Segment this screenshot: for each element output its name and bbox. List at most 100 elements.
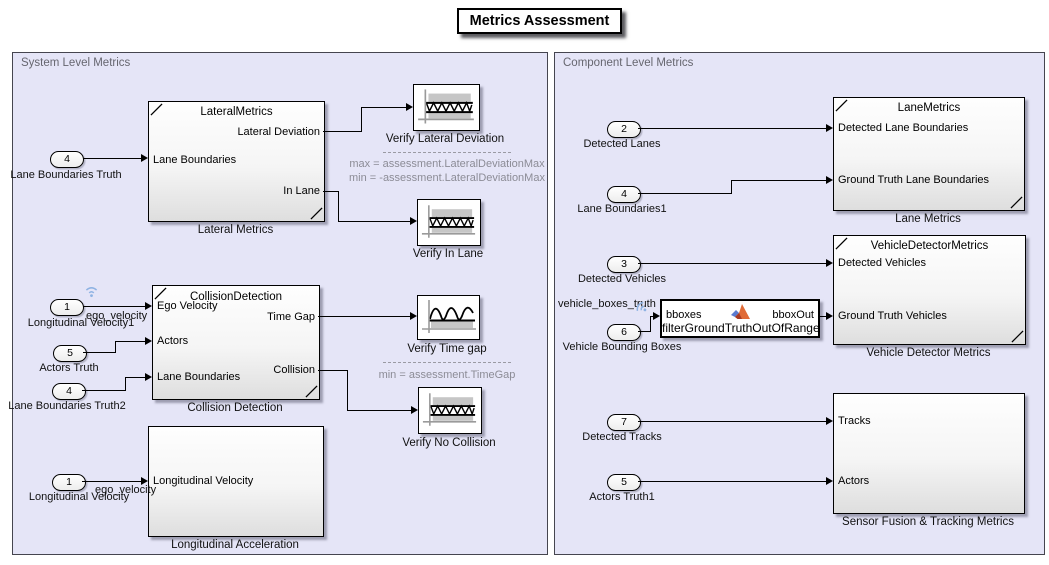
inport-lane-boundaries1[interactable]: 4 [607,186,641,203]
wire[interactable] [347,370,349,410]
wire[interactable] [731,180,733,194]
signal-label: ego_velocity [86,310,148,322]
block-caption: Verify Lateral Deviation [385,133,505,145]
block-caption: Collision Detection [187,402,283,414]
port-number: 6 [621,326,627,338]
wire[interactable] [638,263,826,265]
block-verify-lateral-deviation[interactable] [413,84,480,131]
wire[interactable] [323,131,362,133]
wire[interactable] [82,390,125,392]
inport-lane-boundaries-truth2[interactable]: 4 [52,383,86,400]
wire-arrow [826,176,833,184]
wire[interactable] [638,421,826,423]
block-longitudinal-acceleration[interactable]: Longitudinal Velocity [148,426,324,537]
wire-arrow [145,337,152,345]
inport-label: Longitudinal Velocity [28,491,130,503]
wire[interactable] [83,352,115,354]
port-number: 5 [621,476,627,488]
wire[interactable] [125,377,127,391]
inport-label: Actors Truth1 [589,491,655,503]
inport-detected-vehicles[interactable]: 3 [607,256,641,273]
port-number: 1 [64,301,70,313]
block-lane-metrics[interactable]: LaneMetrics Detected Lane Boundaries Gro… [833,97,1025,211]
wire[interactable] [361,107,363,132]
matlab-logo-icon [730,303,752,321]
wire[interactable] [338,221,410,223]
inport-lane-boundaries-truth[interactable]: 4 [50,151,84,168]
inport-detected-tracks[interactable]: 7 [607,414,641,431]
block-caption: Verify Time gap [407,343,487,355]
signal-label: vehicle_boxes_truth [558,298,656,310]
inport-actors-truth[interactable]: 5 [53,345,87,362]
annotation-divider [383,362,511,363]
port-label: Longitudinal Velocity [153,475,254,487]
assertion-bounds-icon [418,200,480,245]
block-vehicle-detector-metrics[interactable]: VehicleDetectorMetrics Detected Vehicles… [833,235,1026,345]
inport-vehicle-bounding-boxes[interactable]: 6 [607,324,641,341]
port-number: 7 [621,416,627,428]
inport-label: Lane Boundaries Truth [10,169,122,181]
wire[interactable] [115,341,117,353]
block-title: VehicleDetectorMetrics [870,240,989,252]
wire-arrow [826,477,833,485]
inport-label: Actors Truth [39,362,99,374]
block-caption: Vehicle Detector Metrics [866,347,991,359]
inport-label: Detected Vehicles [577,273,667,285]
port-number: 4 [64,153,70,165]
port-number: 1 [66,476,72,488]
wire[interactable] [361,107,406,109]
inport-actors-truth1[interactable]: 5 [607,474,641,491]
annotation-text: min = assessment.TimeGap [378,369,516,381]
wireless-signal-icon[interactable] [84,285,99,298]
inport-detected-lanes[interactable]: 2 [607,121,641,138]
wire[interactable] [818,316,826,318]
block-verify-time-gap[interactable] [417,295,480,340]
block-caption: Lane Metrics [895,213,961,225]
wire[interactable] [338,191,340,221]
port-number: 4 [621,188,627,200]
subsystem-corner-icon [1010,196,1023,209]
inport-longitudinal-velocity1[interactable]: 1 [50,299,84,316]
wire[interactable] [638,193,732,195]
wire[interactable] [731,180,826,182]
subsystem-corner-icon [305,385,318,398]
inport-longitudinal-velocity[interactable]: 1 [52,474,86,491]
subsystem-corner-icon [1011,330,1024,343]
wire[interactable] [82,481,141,483]
port-label: bboxOut [772,309,814,321]
block-collision-detection[interactable]: CollisionDetection Ego Velocity Time Gap… [152,285,320,400]
block-verify-in-lane[interactable] [417,199,481,246]
wire[interactable] [323,191,339,193]
wire[interactable] [318,316,410,318]
port-label: Detected Lane Boundaries [838,122,969,134]
wire-arrow [410,312,417,320]
port-label: In Lane [283,185,320,197]
wire[interactable] [318,370,348,372]
wire-arrow [411,406,418,414]
wire-arrow [826,259,833,267]
block-lateral-metrics[interactable]: LateralMetrics Lateral Deviation Lane Bo… [148,101,325,222]
wire[interactable] [638,481,826,483]
port-number: 5 [67,347,73,359]
port-label: Ego Velocity [157,300,218,312]
block-caption: Verify In Lane [412,248,484,260]
subsystem-corner-icon [310,207,323,220]
wire[interactable] [83,158,141,160]
wire[interactable] [638,128,826,130]
block-verify-no-collision[interactable] [418,387,482,434]
wire[interactable] [115,341,145,343]
area-label: System Level Metrics [21,57,131,69]
block-filter-ground-truth-out-of-range[interactable]: bboxes bboxOut filterGroundTruthOutOfRan… [660,299,820,338]
signal-label: ego_velocity [95,484,157,496]
block-sensor-fusion-tracking-metrics[interactable]: Tracks Actors [833,393,1025,514]
wire[interactable] [347,410,411,412]
wire[interactable] [125,377,145,379]
inport-label: Detected Lanes [583,138,661,150]
wire[interactable] [83,306,145,308]
block-caption: filterGroundTruthOutOfRange [662,321,820,335]
wire[interactable] [650,316,652,332]
wire[interactable] [650,316,654,318]
block-caption: Lateral Metrics [197,224,274,236]
wire[interactable] [638,331,651,333]
